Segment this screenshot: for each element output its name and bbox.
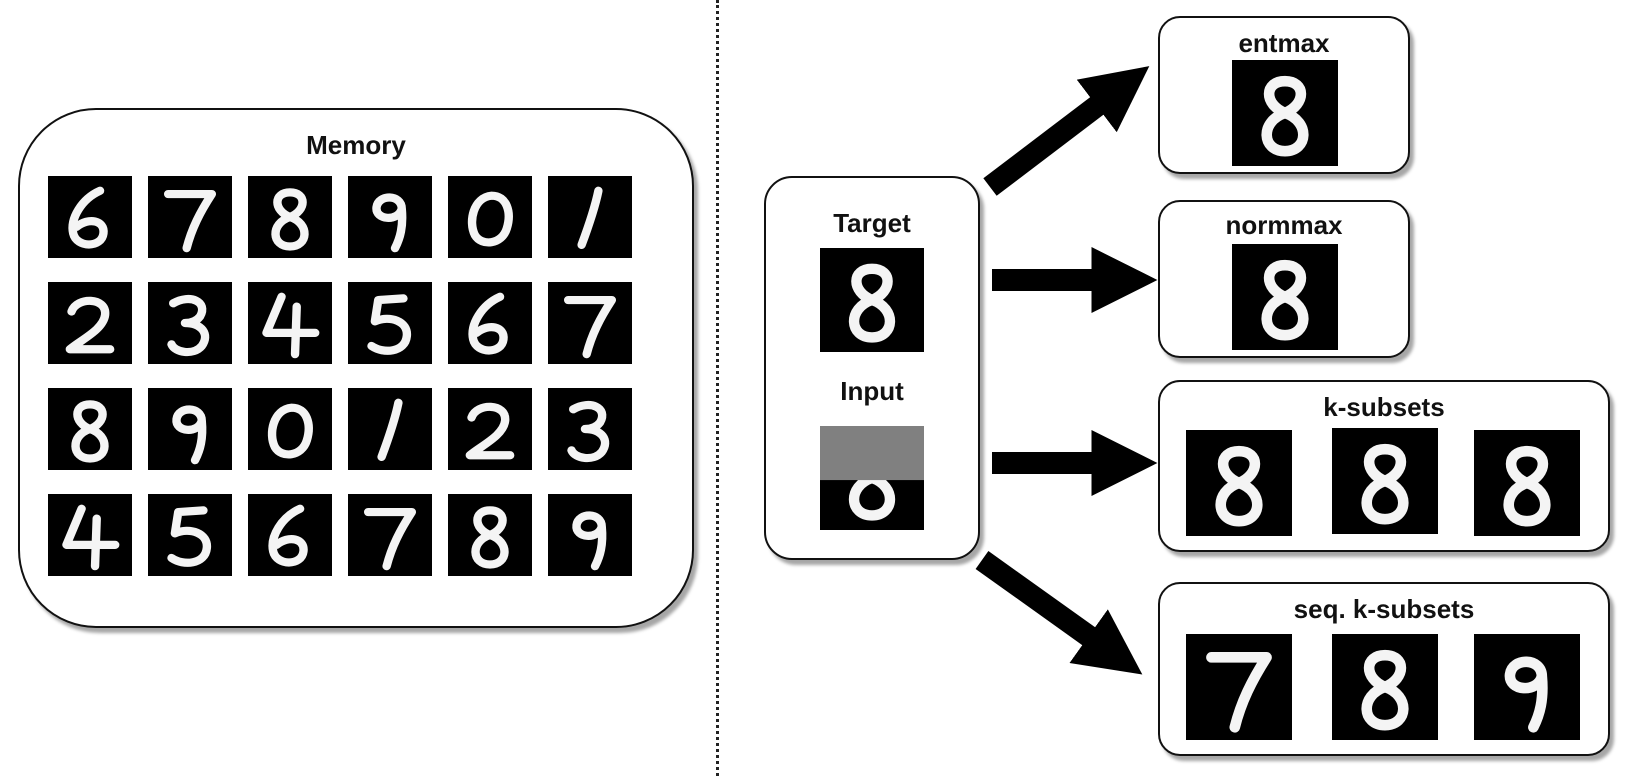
memory-image-6 bbox=[548, 176, 632, 258]
memory-image-20 bbox=[148, 494, 232, 576]
memory-image-12 bbox=[548, 282, 632, 364]
memory-image-7 bbox=[48, 282, 132, 364]
output-panel-k-subsets: k-subsets bbox=[1158, 380, 1610, 552]
memory-image-10 bbox=[348, 282, 432, 364]
output-title-k-subsets: k-subsets bbox=[1323, 392, 1445, 422]
memory-image-18 bbox=[548, 388, 632, 470]
memory-image-11 bbox=[448, 282, 532, 364]
arrow-to-seq-k-subsets bbox=[975, 551, 1143, 675]
memory-image-8 bbox=[148, 282, 232, 364]
memory-image-15 bbox=[248, 388, 332, 470]
output-image-seq-k-subsets-3 bbox=[1474, 634, 1580, 740]
target-image bbox=[820, 248, 924, 352]
output-image-k-subsets-3 bbox=[1474, 430, 1580, 536]
memory-image-9 bbox=[248, 282, 332, 364]
memory-image-5 bbox=[448, 176, 532, 258]
memory-image-14 bbox=[148, 388, 232, 470]
memory-title: Memory bbox=[306, 130, 406, 160]
output-image-seq-k-subsets-1 bbox=[1186, 634, 1292, 740]
memory-image-1 bbox=[48, 176, 132, 258]
section-divider bbox=[716, 0, 719, 776]
target-label: Target bbox=[833, 208, 911, 238]
output-title-seq-k-subsets: seq. k-subsets bbox=[1293, 594, 1475, 624]
memory-image-24 bbox=[548, 494, 632, 576]
output-panel-normmax: normmax bbox=[1158, 200, 1410, 358]
output-title-entmax: entmax bbox=[1238, 28, 1330, 58]
memory-image-4 bbox=[348, 176, 432, 258]
memory-image-16 bbox=[348, 388, 432, 470]
memory-image-22 bbox=[348, 494, 432, 576]
query-panel: Target Input bbox=[764, 176, 980, 560]
output-image-normmax bbox=[1232, 244, 1338, 350]
memory-image-13 bbox=[48, 388, 132, 470]
memory-image-19 bbox=[48, 494, 132, 576]
input-image bbox=[820, 426, 924, 530]
output-image-entmax bbox=[1232, 60, 1338, 166]
arrow-to-entmax bbox=[983, 66, 1150, 196]
output-panel-entmax: entmax bbox=[1158, 16, 1410, 174]
output-panel-seq-k-subsets: seq. k-subsets bbox=[1158, 582, 1610, 756]
memory-image-23 bbox=[448, 494, 532, 576]
memory-image-3 bbox=[248, 176, 332, 258]
memory-panel: Memory bbox=[18, 108, 694, 628]
memory-image-17 bbox=[448, 388, 532, 470]
output-title-normmax: normmax bbox=[1225, 210, 1343, 240]
memory-image-2 bbox=[148, 176, 232, 258]
input-label: Input bbox=[840, 376, 904, 406]
output-image-seq-k-subsets-2 bbox=[1332, 634, 1438, 740]
output-image-k-subsets-2 bbox=[1332, 428, 1438, 534]
memory-image-21 bbox=[248, 494, 332, 576]
output-image-k-subsets-1 bbox=[1186, 430, 1292, 536]
